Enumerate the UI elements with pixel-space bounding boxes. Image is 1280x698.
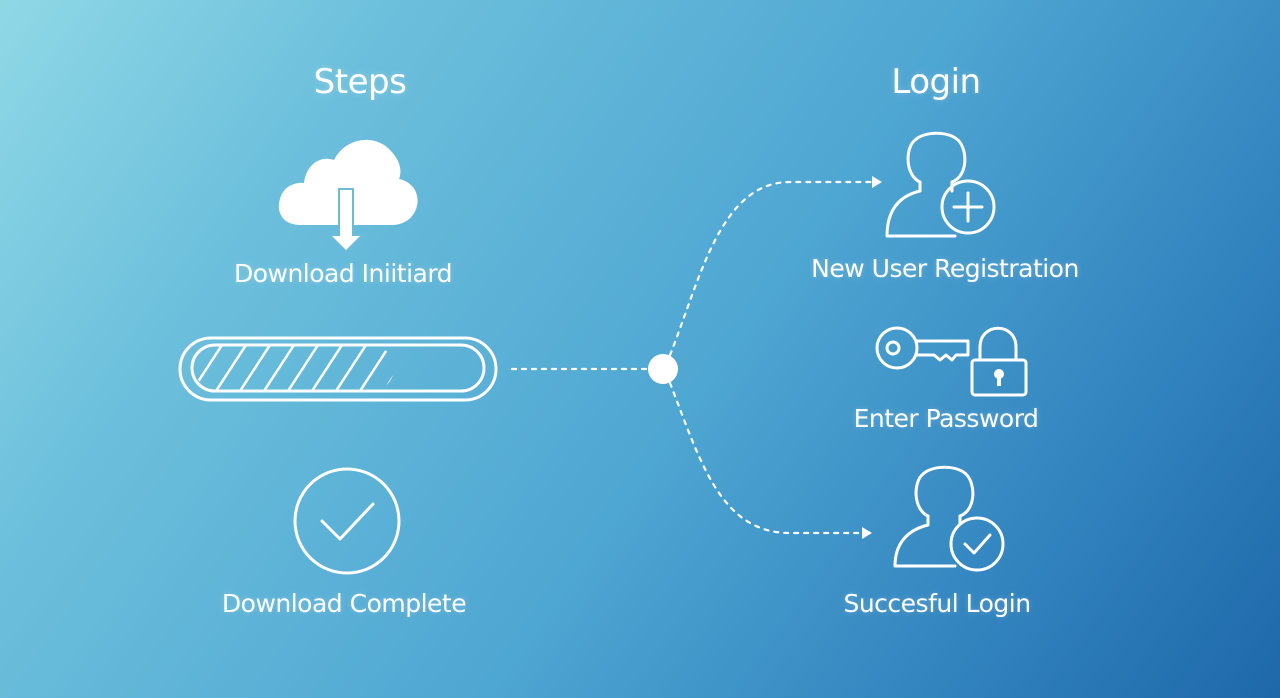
successful-login-label: Succesful Login [843,589,1031,618]
cloud-download-icon [278,139,418,253]
progress-bar-fill [195,345,438,391]
connectors [510,176,882,539]
download-complete-label: Download Complete [221,589,467,618]
progress-hatch-line [262,345,296,391]
progress-hatch-line [408,345,438,391]
hub-node [648,354,678,384]
connector-to-registration [668,180,874,357]
steps-heading: Steps [313,62,407,102]
arrow-head-registration [872,176,882,188]
check-circle-icon [293,467,401,575]
new-user-registration-label: New User Registration [811,254,1079,283]
arrow-head-login [862,527,872,539]
add-user-icon [885,131,996,238]
progress-hatch-line [286,345,320,391]
progress-hatch-line [358,345,392,391]
progress-bar-outer [178,336,498,402]
progress-hatch-line [214,345,248,391]
progress-hatch-line [334,345,368,391]
download-initiated-label: Download Iniitiard [233,259,453,288]
enter-password-label: Enter Password [853,404,1039,433]
progress-hatch-line [310,345,344,391]
key-icon [875,326,970,370]
progress-bar-inner [190,343,486,393]
key-lock-icon [875,326,1028,397]
login-heading: Login [891,62,981,102]
progress-bar [178,336,498,402]
progress-hatch-line [382,345,394,391]
progress-hatch-line [195,345,224,391]
user-check-icon [893,465,1005,572]
progress-hatch-line [238,345,272,391]
lock-icon [970,326,1028,397]
connector-to-login [668,381,864,535]
